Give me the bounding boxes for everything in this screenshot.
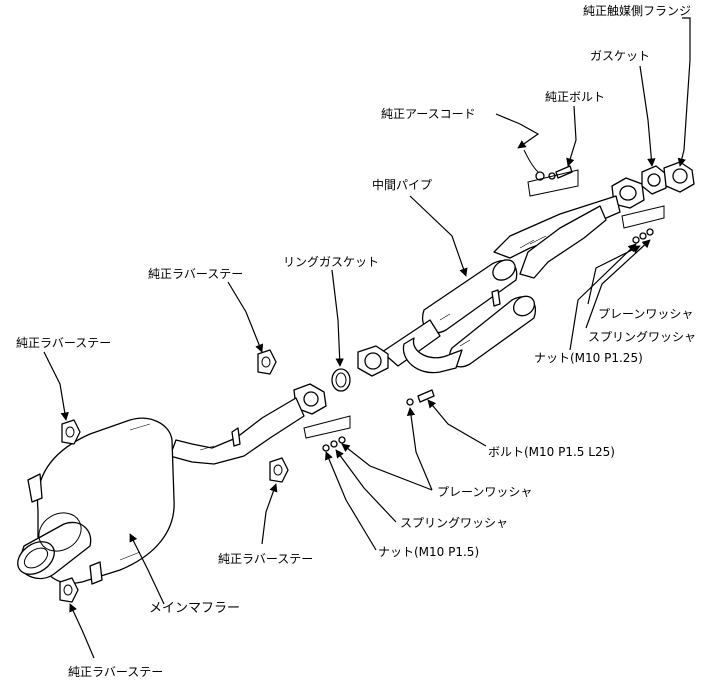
- label-oem-earth-cord: 純正アースコード: [381, 107, 476, 121]
- label-oem-rubber-stay-2: 純正ラバーステー: [16, 336, 111, 350]
- label-spring-washer-2: スプリングワッシャ: [400, 516, 508, 530]
- label-oem-rubber-stay-3: 純正ラバーステー: [218, 552, 313, 566]
- label-center-pipe: 中間パイプ: [372, 177, 432, 192]
- label-gasket: ガスケット: [590, 49, 650, 63]
- center-pipe-part: [357, 177, 645, 377]
- rubber-stay-1-part: [257, 349, 277, 375]
- oem-earth-cord-part: [523, 149, 579, 197]
- label-plain-washer-2: プレーンワッシャ: [437, 485, 532, 499]
- ring-gasket-part: [331, 368, 351, 392]
- label-oem-rubber-stay-1: 純正ラバーステー: [148, 267, 243, 281]
- label-spring-washer-1: スプリングワッシャ: [588, 330, 696, 344]
- rear-hardware-part: [303, 389, 435, 452]
- main-muffler-part: [17, 383, 327, 585]
- leader-lines: [43, 17, 691, 659]
- label-main-muffler: メインマフラー: [149, 601, 240, 616]
- label-oem-bolt: 純正ボルト: [545, 90, 605, 104]
- rubber-stay-4-part: [59, 577, 79, 603]
- rubber-stay-2-part: [61, 419, 81, 445]
- oem-cat-flange-part: [663, 161, 695, 193]
- rubber-stay-3-part: [269, 457, 289, 483]
- gasket-part: [641, 165, 667, 195]
- label-plain-washer-1: プレーンワッシャ: [598, 307, 693, 321]
- label-bolt-m10: ボルト(M10 P1.5 L25): [488, 445, 615, 459]
- label-oem-rubber-stay-4: 純正ラバーステー: [68, 665, 163, 679]
- label-nut-m10-p125: ナット(M10 P1.25): [534, 351, 643, 365]
- front-hardware-part: [621, 205, 665, 244]
- label-ring-gasket: リングガスケット: [283, 255, 379, 269]
- label-oem-cat-flange: 純正触媒側フランジ: [583, 4, 691, 18]
- label-nut-m10-p15: ナット(M10 P1.5): [378, 545, 479, 559]
